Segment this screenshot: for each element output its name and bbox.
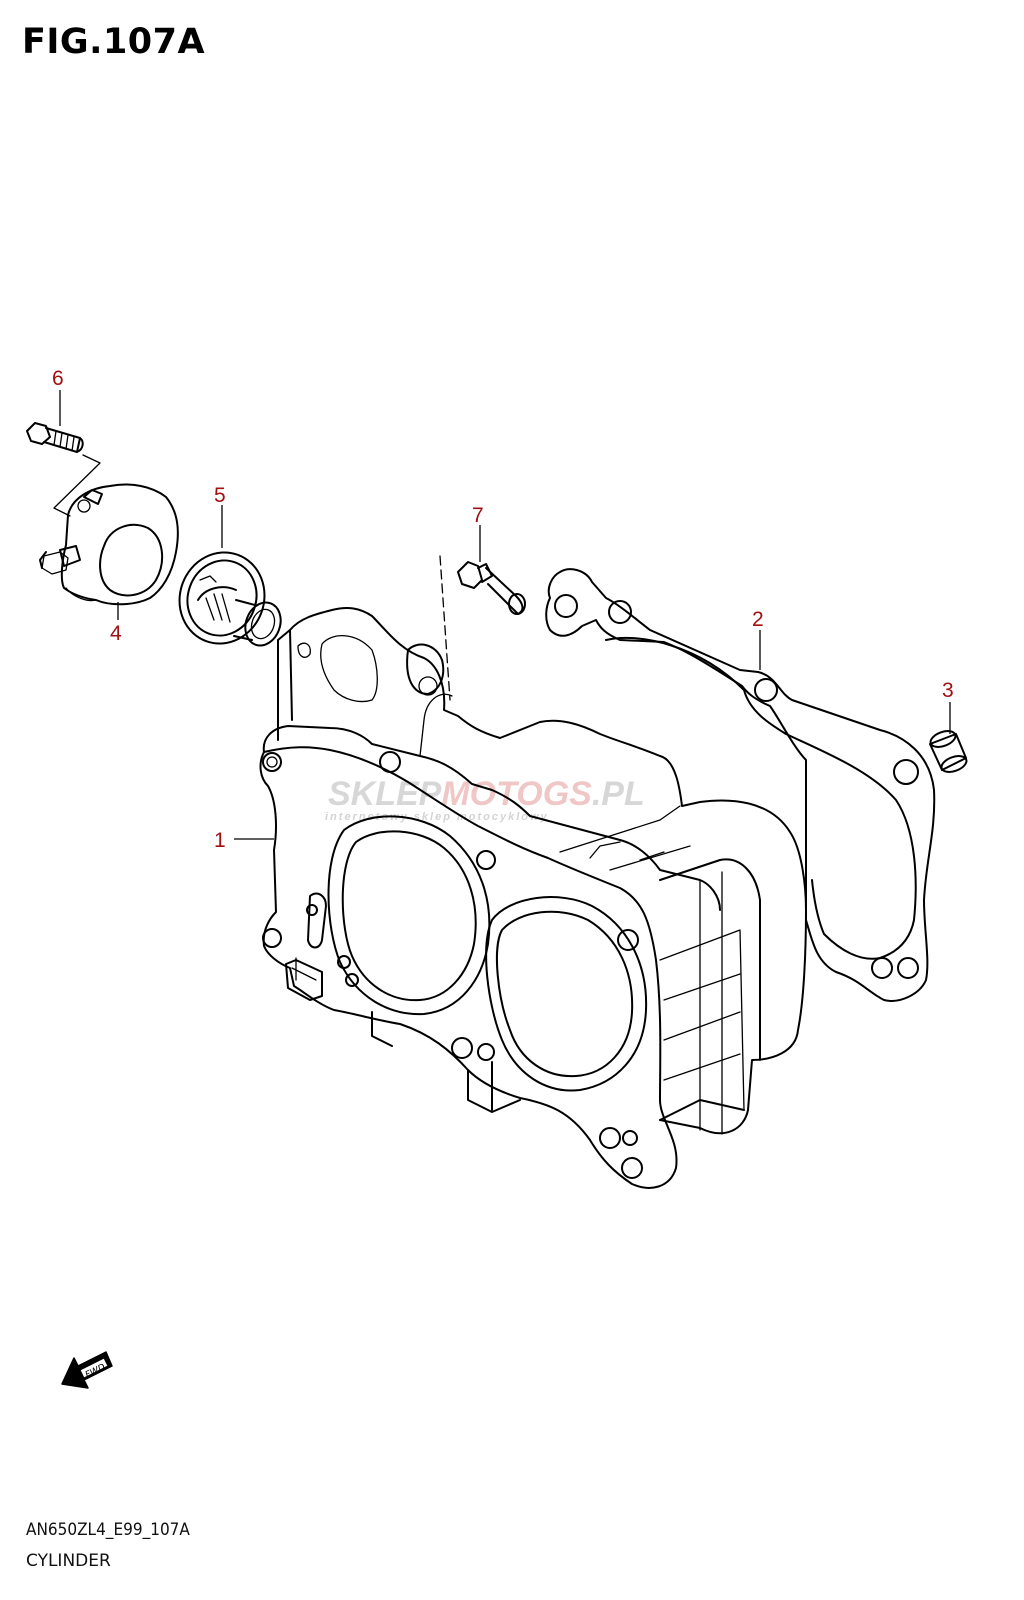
cylinder-block-1 <box>259 607 807 1189</box>
watermark: SKLEPMOTOGS.PL internetowy sklep motocyk… <box>325 775 645 823</box>
fwd-arrow-icon: FWD <box>61 1351 113 1389</box>
callout-2: 2 <box>752 608 764 631</box>
thermostat-cover-4 <box>39 483 179 606</box>
bolt-6 <box>26 422 84 453</box>
callout-4: 4 <box>110 622 122 645</box>
callout-3: 3 <box>942 679 954 702</box>
callout-6: 6 <box>52 367 64 390</box>
watermark-tagline: internetowy sklep motocyklowy <box>325 811 549 823</box>
watermark-text-3: GS <box>543 775 592 813</box>
callout-7: 7 <box>472 504 484 527</box>
assembly-line-7 <box>439 555 451 701</box>
watermark-text-4: .PL <box>592 775 645 813</box>
figure-code: AN650ZL4_E99_107A <box>26 1520 190 1540</box>
callout-1: 1 <box>214 829 226 852</box>
assembly-line-6 <box>53 454 101 517</box>
watermark-text-2: MOTO <box>441 775 542 813</box>
dowel-pin-3 <box>929 730 968 773</box>
gasket-2 <box>545 568 936 1002</box>
thermostat-5 <box>178 551 282 647</box>
svg-text:SKLEPMOTOGS.PL: SKLEPMOTOGS.PL <box>328 775 645 813</box>
fitting-7 <box>457 561 526 615</box>
callout-5: 5 <box>214 484 226 507</box>
figure-name: CYLINDER <box>26 1551 111 1571</box>
watermark-text-1: SKLEP <box>328 775 442 813</box>
figure-title: FIG.107A <box>22 22 206 62</box>
